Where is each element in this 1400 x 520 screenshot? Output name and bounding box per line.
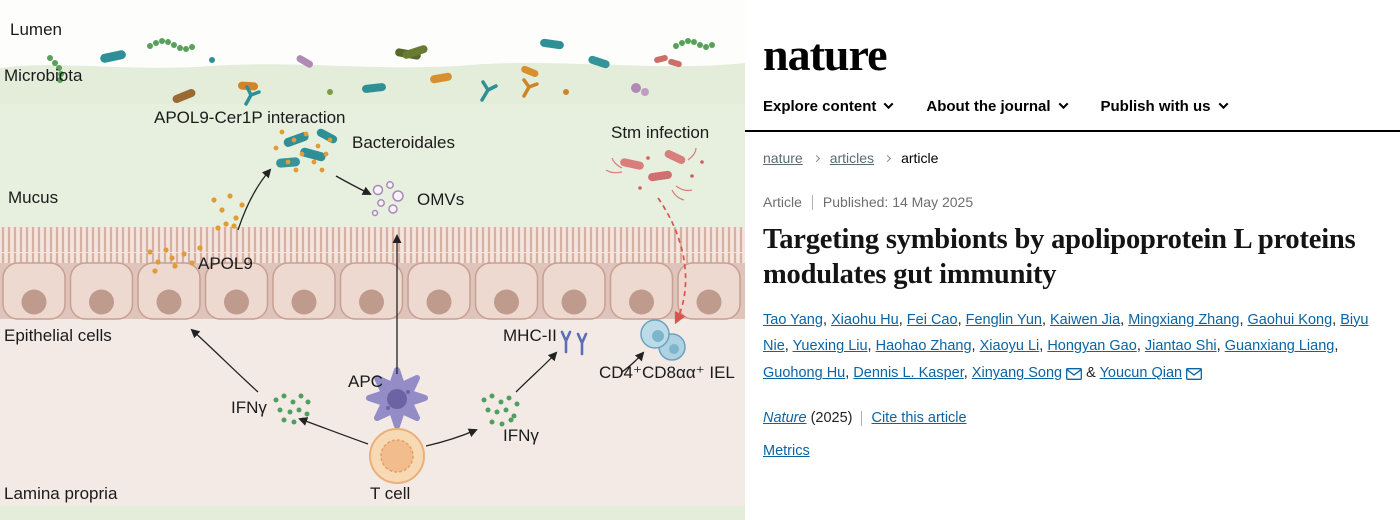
- nav-about-the-journal[interactable]: About the journal: [926, 98, 1068, 115]
- label-lumen: Lumen: [10, 20, 62, 39]
- chevron-right-icon: [812, 154, 820, 162]
- citation-divider: [861, 410, 863, 426]
- nav-label: Publish with us: [1100, 98, 1211, 115]
- label-apc: APC: [348, 372, 383, 391]
- chevron-down-icon: [883, 98, 894, 109]
- apol9-granules: [147, 193, 245, 274]
- published-info: Published: 14 May 2025: [823, 194, 973, 210]
- author-link[interactable]: Gaohui Kong: [1247, 311, 1333, 328]
- article-panel: nature Explore content About the journal…: [745, 0, 1400, 520]
- label-apol9: APOL9: [198, 254, 253, 273]
- citation-row: Nature (2025) Cite this article: [763, 410, 1374, 426]
- t-cell: [369, 428, 425, 484]
- label-ifng-right: IFNγ: [503, 426, 539, 445]
- author-link[interactable]: Guanxiang Liang: [1224, 338, 1335, 355]
- nav-label: Explore content: [763, 98, 877, 115]
- published-label: Published:: [822, 194, 889, 210]
- label-lamina-propria: Lamina propria: [4, 484, 118, 503]
- label-stm-infection: Stm infection: [611, 123, 710, 142]
- author-separator: &: [1082, 365, 1100, 382]
- cite-this-article-link[interactable]: Cite this article: [871, 410, 967, 427]
- label-mhc2: MHC-II: [503, 326, 557, 345]
- author-link[interactable]: Dennis L. Kasper: [853, 365, 964, 382]
- author-link[interactable]: Yuexing Liu: [792, 338, 868, 355]
- microbiota-bacteria: [47, 38, 715, 106]
- author-link[interactable]: Xiaohu Hu: [831, 311, 899, 328]
- metrics-link[interactable]: Metrics: [763, 443, 810, 460]
- label-ifng-left: IFNγ: [231, 398, 267, 417]
- author-link[interactable]: Biyu Nie: [763, 311, 1369, 355]
- iel-cells: [640, 319, 686, 361]
- author-link[interactable]: Fenglin Yun: [965, 311, 1042, 328]
- label-epithelial-cells: Epithelial cells: [4, 326, 112, 345]
- author-link[interactable]: Jiantao Shi: [1144, 338, 1217, 355]
- epithelial-cell-row: [0, 262, 745, 320]
- ifng-granules-right: [481, 393, 520, 427]
- gut-immunity-diagram: [0, 38, 745, 520]
- article-meta: Article Published: 14 May 2025: [763, 194, 1374, 210]
- mhc2-receptors: [560, 330, 588, 356]
- journal-link[interactable]: Nature: [763, 410, 807, 427]
- nav-explore-content[interactable]: Explore content: [763, 98, 894, 115]
- apol9-cer1p-cluster: [273, 128, 338, 173]
- page-title: Targeting symbionts by apolipoprotein L …: [763, 224, 1356, 291]
- label-microbiota: Microbiota: [4, 66, 83, 85]
- breadcrumb-articles[interactable]: articles: [829, 150, 875, 166]
- omv-cluster: [371, 181, 404, 217]
- author-link[interactable]: Kaiwen Jia: [1050, 311, 1121, 328]
- label-iel: CD4⁺CD8αα⁺ IEL: [599, 363, 735, 382]
- nav-publish-with-us[interactable]: Publish with us: [1100, 98, 1228, 115]
- author-link[interactable]: Haohao Zhang: [875, 338, 972, 355]
- figure-panel: Lumen Microbiota APOL9-Cer1P interaction…: [0, 20, 745, 520]
- published-date: 14 May 2025: [892, 194, 974, 210]
- metrics-row: Metrics: [763, 443, 1374, 459]
- nav-label: About the journal: [926, 98, 1051, 115]
- label-apol9-cer1p: APOL9-Cer1P interaction: [154, 108, 346, 127]
- citation-journal: Nature (2025): [763, 410, 852, 426]
- label-omvs: OMVs: [417, 190, 465, 209]
- nature-logo[interactable]: nature: [763, 29, 887, 80]
- apc-cell: [366, 367, 428, 429]
- stm-infection-arrow: [657, 197, 687, 325]
- process-arrows: [190, 168, 645, 447]
- chevron-down-icon: [1218, 98, 1228, 109]
- chevron-right-icon: [884, 154, 892, 162]
- breadcrumb: nature articles article: [763, 150, 1374, 166]
- corresponding-author-link[interactable]: Youcun Qian: [1099, 365, 1183, 382]
- main-nav: Explore content About the journal Publis…: [763, 98, 1374, 115]
- lamina-propria-region: [0, 319, 745, 508]
- author-link[interactable]: Mingxiang Zhang: [1128, 311, 1240, 328]
- breadcrumb-nature[interactable]: nature: [763, 150, 803, 166]
- stm-bacteria: [605, 147, 704, 201]
- breadcrumb-article: article: [901, 150, 939, 166]
- citation-year: (2025): [810, 410, 853, 427]
- brush-border: [0, 227, 745, 263]
- author-link[interactable]: Xiaoyu Li: [979, 338, 1040, 355]
- label-mucus: Mucus: [8, 188, 59, 207]
- label-bacteroidales: Bacteroidales: [352, 133, 456, 152]
- author-link[interactable]: Guohong Hu: [763, 365, 846, 382]
- corresponding-author-link[interactable]: Xinyang Song: [971, 365, 1063, 382]
- nav-divider: [745, 130, 1400, 132]
- label-t-cell: T cell: [370, 484, 411, 503]
- author-link[interactable]: Tao Yang: [763, 311, 823, 328]
- envelope-icon[interactable]: [1186, 361, 1203, 388]
- author-link[interactable]: Hongyan Gao: [1047, 338, 1137, 355]
- article-type: Article: [763, 194, 802, 210]
- envelope-icon[interactable]: [1066, 361, 1083, 388]
- author-link[interactable]: Fei Cao: [906, 311, 958, 328]
- meta-divider: [811, 194, 813, 210]
- chevron-down-icon: [1058, 98, 1068, 109]
- author-list: Tao Yang, Xiaohu Hu, Fei Cao, Fenglin Yu…: [763, 307, 1374, 388]
